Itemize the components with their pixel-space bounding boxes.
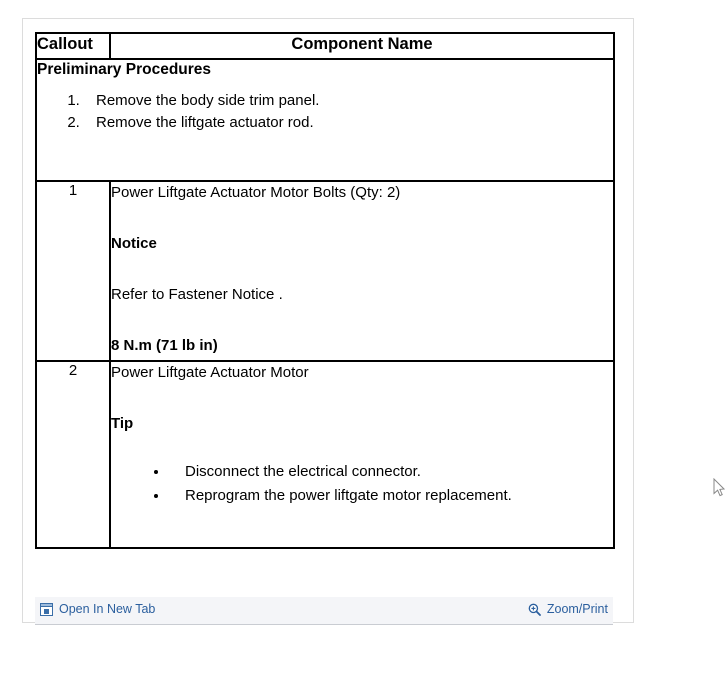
open-in-new-tab-link[interactable]: Open In New Tab bbox=[40, 602, 155, 616]
notice-heading: Notice bbox=[111, 235, 157, 252]
preliminary-procedures-list: Remove the body side trim panel. Remove … bbox=[37, 90, 613, 134]
mouse-cursor bbox=[713, 477, 725, 497]
list-item: Remove the liftgate actuator rod. bbox=[84, 112, 613, 134]
callout-number-1: 1 bbox=[35, 180, 111, 362]
torque-specification: 8 N.m (71 lb in) bbox=[111, 337, 218, 354]
document-panel: Callout Component Name Preliminary Proce… bbox=[22, 18, 634, 625]
component-title: Power Liftgate Actuator Motor Bolts (Qty… bbox=[111, 184, 401, 201]
preliminary-procedures-row: Preliminary Procedures Remove the body s… bbox=[35, 58, 615, 182]
preliminary-procedures-heading: Preliminary Procedures bbox=[37, 61, 212, 78]
list-item: Reprogram the power liftgate motor repla… bbox=[169, 484, 613, 508]
list-item: Remove the body side trim panel. bbox=[84, 90, 613, 112]
table-row: 1 Power Liftgate Actuator Motor Bolts (Q… bbox=[35, 180, 615, 362]
component-detail-cell-1: Power Liftgate Actuator Motor Bolts (Qty… bbox=[109, 180, 615, 362]
table-container: Callout Component Name Preliminary Proce… bbox=[35, 32, 615, 549]
zoom-print-link[interactable]: Zoom/Print bbox=[528, 602, 608, 616]
table-row: 2 Power Liftgate Actuator Motor Tip Disc… bbox=[35, 360, 615, 549]
column-header-callout: Callout bbox=[35, 32, 111, 60]
footer-action-bar: Open In New Tab Zoom/Print bbox=[35, 597, 613, 625]
component-detail-cell-2: Power Liftgate Actuator Motor Tip Discon… bbox=[109, 360, 615, 549]
column-header-component-name: Component Name bbox=[109, 32, 615, 60]
zoom-print-label: Zoom/Print bbox=[546, 602, 608, 616]
open-in-new-tab-label: Open In New Tab bbox=[59, 602, 156, 616]
notice-body: Refer to Fastener Notice . bbox=[111, 286, 283, 303]
magnifier-plus-icon bbox=[528, 603, 541, 616]
tip-heading: Tip bbox=[111, 415, 134, 432]
table-header-row: Callout Component Name bbox=[35, 32, 615, 60]
list-item: Disconnect the electrical connector. bbox=[169, 460, 613, 484]
preliminary-procedures-cell: Preliminary Procedures Remove the body s… bbox=[35, 58, 615, 182]
component-title: Power Liftgate Actuator Motor bbox=[111, 364, 309, 381]
component-callout-table: Callout Component Name Preliminary Proce… bbox=[35, 32, 615, 549]
tip-bullet-list: Disconnect the electrical connector. Rep… bbox=[111, 460, 613, 508]
callout-number-2: 2 bbox=[35, 360, 111, 549]
open-in-new-window-icon bbox=[40, 602, 53, 616]
